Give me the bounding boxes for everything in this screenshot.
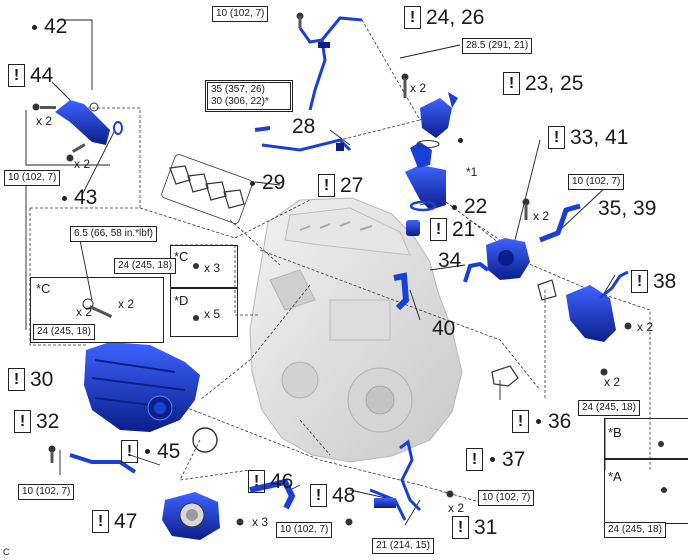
hose-34 bbox=[463, 261, 490, 283]
gasket-37 bbox=[491, 365, 519, 387]
marker-c: *C bbox=[174, 249, 189, 264]
quantity-label: x 2 bbox=[36, 114, 53, 128]
torque-spec: 28.5 (291, 21) bbox=[462, 38, 533, 54]
quantity-label: x 3 bbox=[252, 515, 269, 529]
dot-marker bbox=[456, 138, 470, 143]
torque-spec: 24 (245, 18) bbox=[114, 258, 176, 274]
legend-bolts bbox=[658, 441, 667, 493]
callout-31: !31 bbox=[452, 516, 497, 539]
callout-38: !38 bbox=[631, 270, 676, 293]
torque-spec: 10 (102, 7) bbox=[478, 490, 535, 506]
gasket-29 bbox=[161, 154, 253, 224]
torque-spec: 10 (102, 7) bbox=[4, 170, 61, 186]
callout-32: !32 bbox=[14, 410, 59, 433]
callout-29: 29 bbox=[248, 172, 285, 194]
quantity-label: x 3 bbox=[204, 261, 221, 275]
callout-48: !48 bbox=[310, 484, 355, 507]
torque-spec: 10 (102, 7) bbox=[18, 484, 75, 500]
torque-spec: 10 (102, 7) bbox=[568, 174, 625, 190]
torque-spec: 24 (245, 18) bbox=[604, 522, 666, 538]
torque-spec: 21 (214, 15) bbox=[372, 538, 434, 554]
callout-24-26: !24, 26 bbox=[404, 6, 484, 29]
torque-spec: 24 (245, 18) bbox=[578, 400, 640, 416]
quantity-label: x 2 bbox=[448, 501, 465, 515]
callout-45: !45 bbox=[121, 440, 180, 463]
marker-a: *A bbox=[608, 469, 622, 484]
callout-35-39: 35, 39 bbox=[598, 197, 657, 220]
part-38 bbox=[566, 270, 632, 376]
part-22 bbox=[405, 140, 446, 212]
inset-box-d bbox=[170, 287, 238, 337]
callout-46: !46 bbox=[248, 470, 293, 493]
callout-30: !30 bbox=[8, 368, 53, 391]
throttle-body-47 bbox=[162, 492, 244, 540]
torque-spec: 24 (245, 18) bbox=[33, 324, 95, 340]
corner-label: C bbox=[3, 547, 10, 557]
hose-46 bbox=[249, 478, 296, 510]
part-44 bbox=[32, 100, 123, 162]
callout-43: 43 bbox=[60, 187, 97, 209]
gasket-45 bbox=[192, 427, 218, 453]
torque-spec: 35 (357, 26) bbox=[211, 84, 265, 95]
hose-28 bbox=[254, 126, 352, 152]
callout-23-25: !23, 25 bbox=[503, 72, 583, 95]
hose-32 bbox=[48, 445, 137, 474]
marker-d: *D bbox=[174, 293, 189, 308]
marker-c: *C bbox=[36, 281, 51, 296]
torque-spec-double: 35 (357, 26) 30 (306, 22)* bbox=[205, 80, 293, 112]
engine-block bbox=[249, 197, 463, 463]
callout-27: !27 bbox=[318, 174, 363, 197]
callout-22: 22 bbox=[450, 196, 487, 218]
pipe-40 bbox=[393, 272, 410, 311]
quantity-label: x 2 bbox=[118, 297, 135, 311]
part-33-41 bbox=[486, 198, 530, 280]
leader-lines bbox=[29, 19, 651, 506]
hose-24-26 bbox=[296, 12, 363, 111]
quantity-label: x 2 bbox=[533, 209, 550, 223]
callout-37: !37 bbox=[466, 448, 525, 471]
callout-34: 34 bbox=[438, 249, 462, 272]
quantity-label: x 2 bbox=[76, 305, 93, 319]
callout-42: 42 bbox=[30, 16, 67, 38]
callout-44: !44 bbox=[8, 64, 53, 87]
inset-box-c-left bbox=[30, 277, 164, 343]
quantity-label: x 2 bbox=[637, 320, 654, 334]
quantity-label: x 5 bbox=[204, 307, 221, 321]
marker-b: *B bbox=[608, 425, 622, 440]
callout-36: !36 bbox=[512, 410, 571, 433]
callout-21: !21 bbox=[430, 218, 475, 241]
torque-spec: 10 (102, 7) bbox=[212, 6, 269, 22]
pipe-35-39 bbox=[539, 203, 581, 243]
quantity-label: x 2 bbox=[74, 157, 91, 171]
torque-spec: 30 (306, 22)* bbox=[211, 96, 269, 107]
quantity-label: x 2 bbox=[604, 375, 621, 389]
torque-spec: 6.5 (66, 58 in.*lbf) bbox=[70, 226, 157, 242]
callout-40: 40 bbox=[432, 317, 456, 340]
part-23-25 bbox=[401, 73, 458, 138]
inset-bolts bbox=[82, 263, 199, 321]
part-48-31 bbox=[345, 439, 454, 526]
legend-divider bbox=[604, 458, 688, 460]
quantity-label: x 2 bbox=[410, 81, 427, 95]
gasket-36 bbox=[537, 279, 557, 301]
part-21 bbox=[406, 220, 420, 236]
torque-spec: 10 (102, 7) bbox=[276, 522, 333, 538]
callout-33-41: !33, 41 bbox=[548, 126, 628, 149]
marker-one: *1 bbox=[466, 165, 478, 179]
callout-47: !47 bbox=[92, 510, 137, 533]
intake-manifold-30 bbox=[84, 342, 200, 432]
callout-28: 28 bbox=[292, 115, 316, 138]
